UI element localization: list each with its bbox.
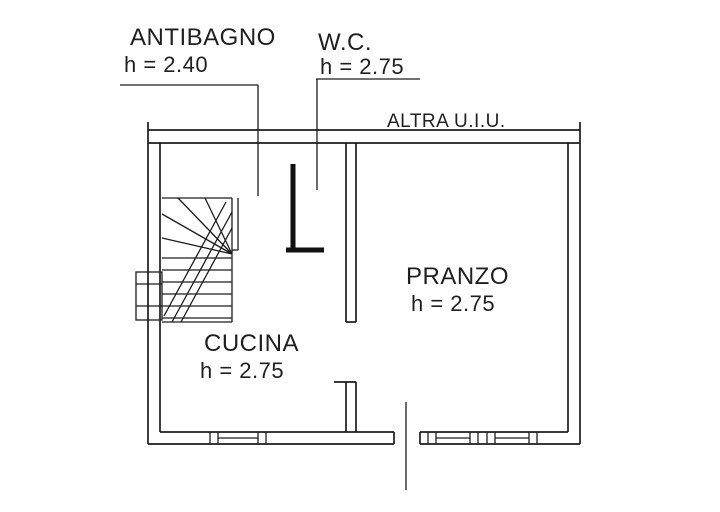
cucina-label: CUCINA: [204, 330, 299, 357]
altra-uiu-label: ALTRA U.I.U.: [387, 111, 506, 132]
chimney-block: [135, 271, 163, 321]
cucina-height: h = 2.75: [200, 358, 284, 383]
interior-wall-pranzo: [334, 143, 357, 432]
pranzo-height: h = 2.75: [411, 291, 495, 316]
outer-walls: [147, 122, 581, 445]
wc-walls: [286, 164, 324, 253]
staircase: [161, 197, 239, 323]
wc-label: W.C.: [318, 29, 372, 56]
leader-lines: [120, 78, 420, 196]
windows: [209, 432, 538, 444]
antibagno-height: h = 2.40: [124, 52, 208, 77]
pranzo-label: PRANZO: [406, 263, 509, 290]
antibagno-label: ANTIBAGNO: [130, 24, 276, 51]
wc-height: h = 2.75: [320, 54, 404, 79]
